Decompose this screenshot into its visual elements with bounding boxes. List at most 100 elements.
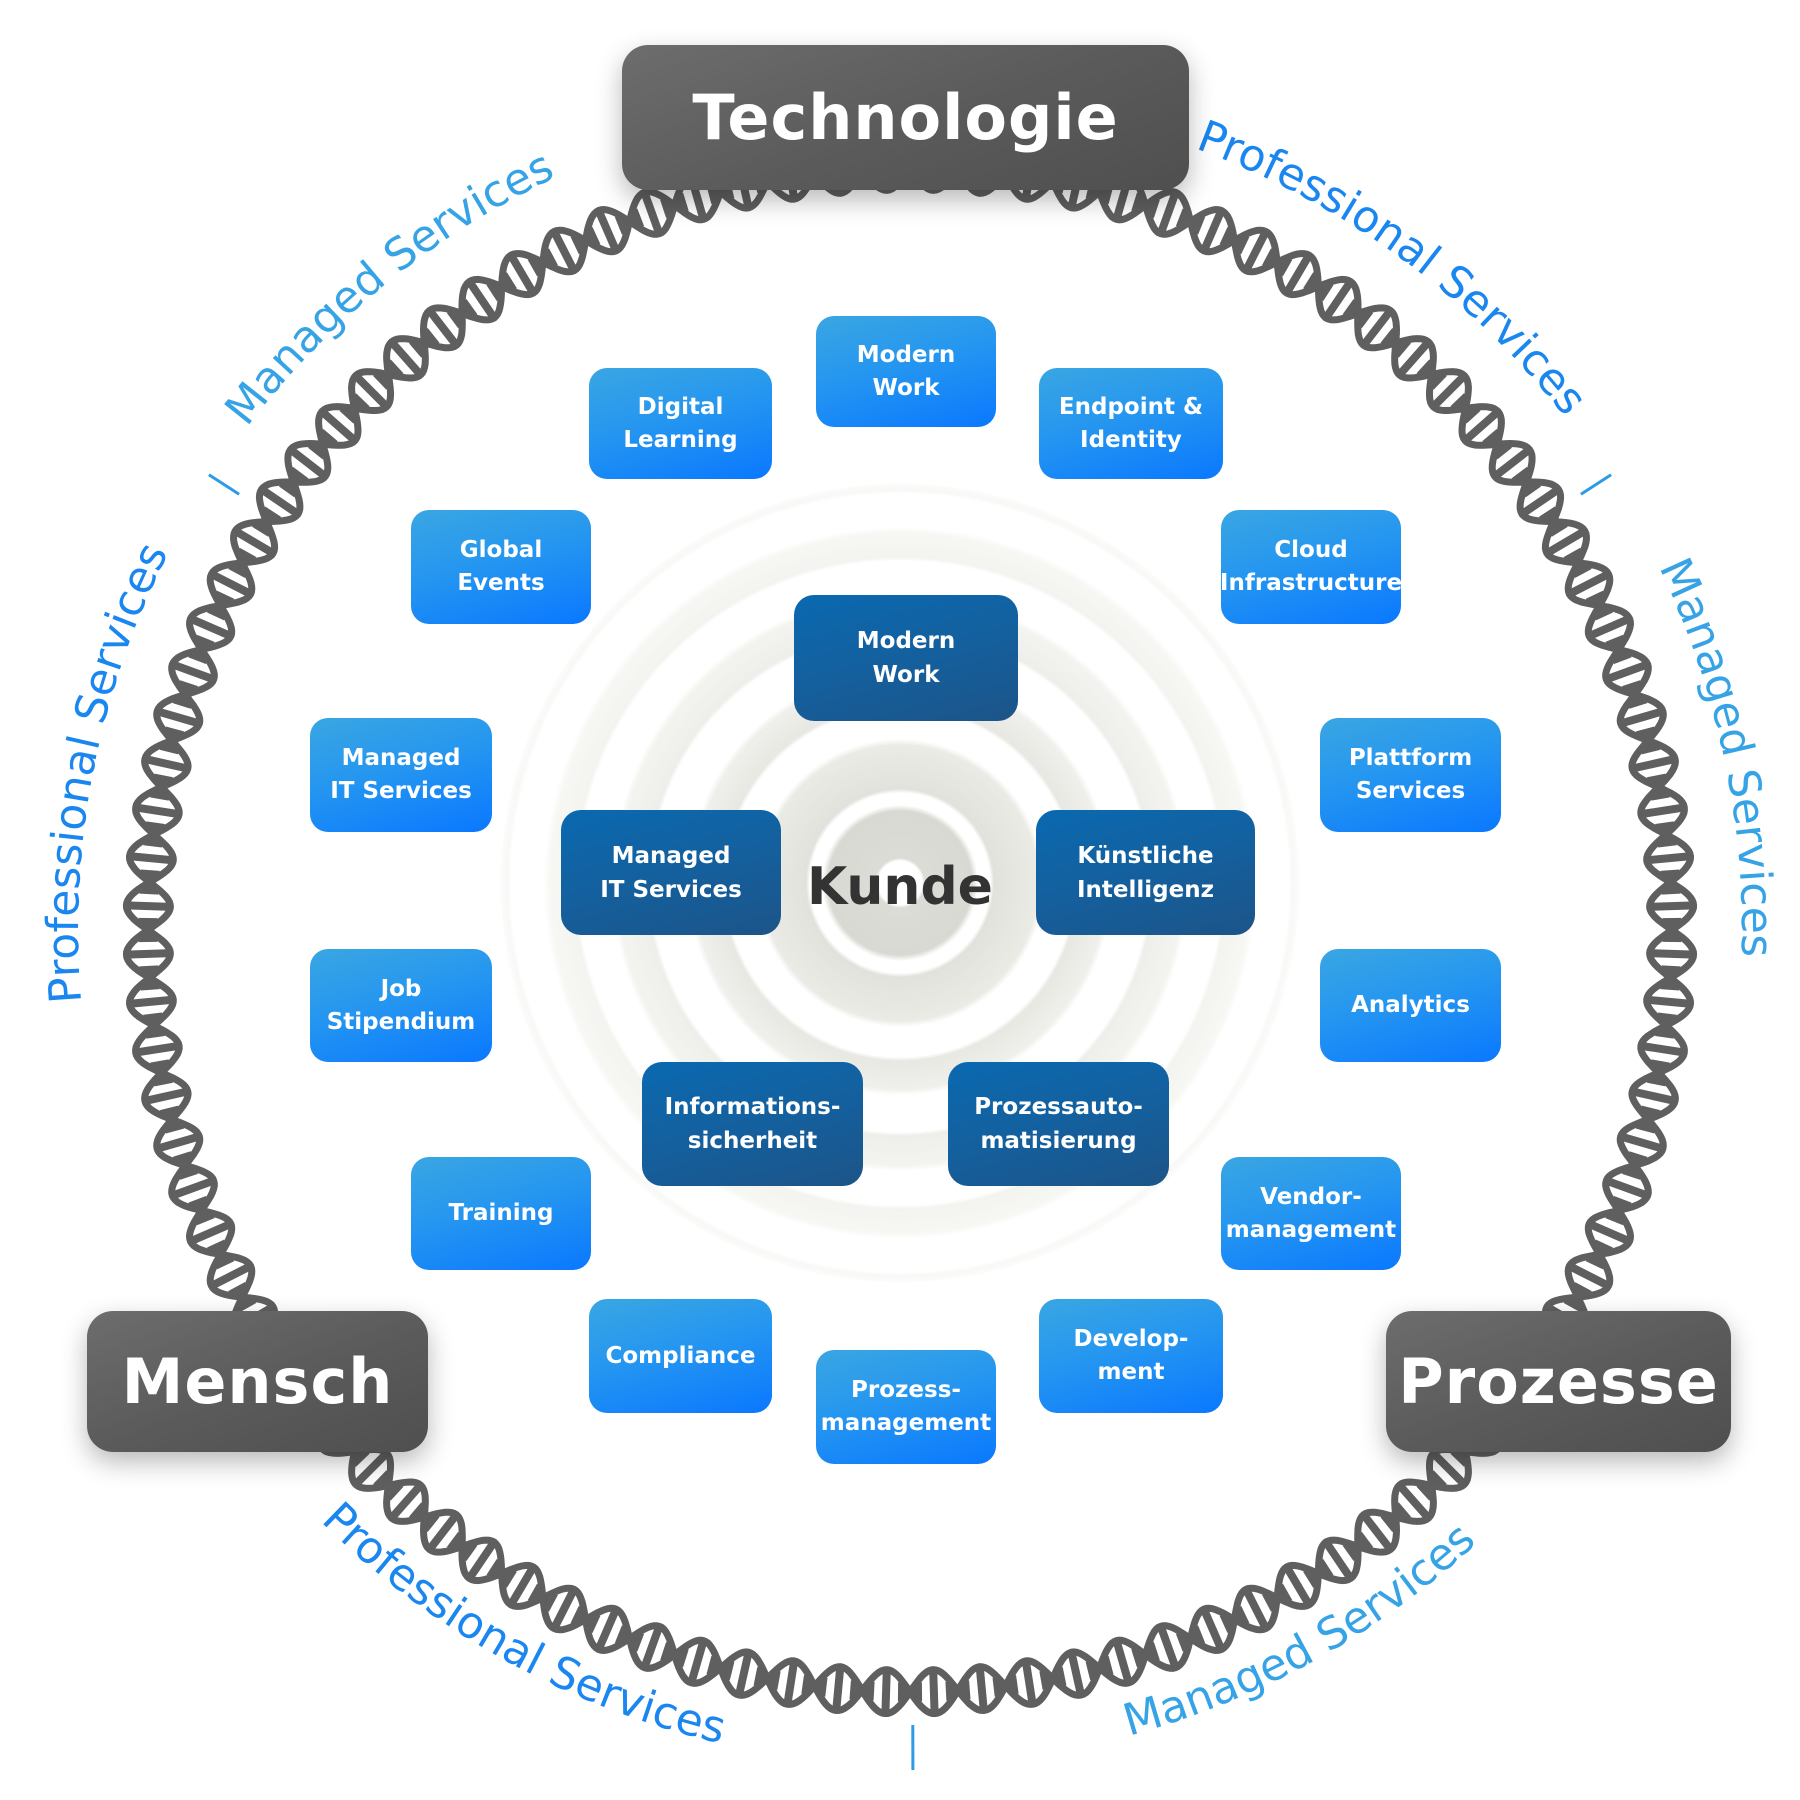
dna-rung <box>1461 404 1481 424</box>
dna-rung <box>1522 487 1558 516</box>
dna-rung <box>660 197 674 218</box>
dna-rung <box>1175 208 1191 229</box>
dna-rung <box>1639 742 1661 755</box>
service-box-endpoint-identity[interactable]: Endpoint & Identity <box>1039 368 1223 479</box>
dna-rung <box>961 1680 971 1700</box>
dna-rung <box>1627 1151 1648 1165</box>
dna-rung <box>585 227 601 248</box>
dna-rung <box>235 529 273 556</box>
dna-rung <box>1146 197 1160 218</box>
dna-rung <box>1355 1531 1374 1552</box>
dna-rung <box>1590 1221 1629 1244</box>
dna-rung <box>570 1605 587 1627</box>
dna-rung <box>409 338 428 358</box>
service-box-managed-it-services[interactable]: Managed IT Services <box>310 718 492 832</box>
dna-rung <box>1622 1133 1661 1152</box>
dna-rung <box>1605 634 1626 650</box>
service-box-plattform-services[interactable]: Plattform Services <box>1320 718 1501 832</box>
dna-rung <box>132 852 171 864</box>
dna-rung <box>1547 520 1568 537</box>
dna-rung <box>1570 1263 1608 1288</box>
dna-rung <box>390 341 422 376</box>
dna-rung <box>1647 773 1667 786</box>
dna-rung <box>1284 1567 1311 1605</box>
dna-rung <box>832 1669 844 1708</box>
dna-rung <box>1450 393 1470 412</box>
core-box-managed-it-services[interactable]: Managed IT Services <box>561 810 781 935</box>
dna-rung <box>150 1059 170 1071</box>
core-box-prozessautomatisierung[interactable]: Prozessauto- matisierung <box>948 1062 1169 1186</box>
dna-rung <box>147 755 186 772</box>
core-box-informationssicherheit[interactable]: Informations- sicherheit <box>642 1062 863 1186</box>
service-box-job-stipendium[interactable]: Job Stipendium <box>310 949 492 1062</box>
service-box-digital-learning[interactable]: Digital Learning <box>589 368 772 479</box>
dna-rung <box>1276 256 1293 277</box>
service-box-training[interactable]: Training <box>411 1157 591 1270</box>
dna-rung <box>769 1670 781 1690</box>
dna-rung <box>207 1239 228 1255</box>
dna-rung <box>509 1567 536 1605</box>
dna-rung <box>1054 1667 1067 1687</box>
dna-rung <box>1380 327 1399 348</box>
dna-rung <box>1085 1659 1098 1681</box>
dna-rung <box>641 1628 662 1666</box>
dna-rung <box>212 572 250 597</box>
dna-rung <box>1398 341 1430 376</box>
service-box-global-events[interactable]: Global Events <box>411 510 591 624</box>
dna-rung <box>1262 1591 1279 1612</box>
pillar-technologie: Technologie <box>622 45 1189 190</box>
dna-rung <box>527 256 544 277</box>
dna-helix-ring <box>122 142 1698 1718</box>
dna-rung <box>428 1514 458 1550</box>
dna-rung <box>735 1654 752 1693</box>
center-label-kunde: Kunde <box>807 857 993 917</box>
dna-rung <box>1428 370 1447 390</box>
dna-rung <box>614 214 630 235</box>
dna-rung <box>1660 869 1680 879</box>
service-box-modern-work[interactable]: Modern Work <box>816 316 996 427</box>
dna-rung <box>1590 616 1629 639</box>
dna-rung <box>641 194 662 232</box>
dna-rung <box>1316 1559 1334 1580</box>
dna-rung <box>1158 1628 1179 1666</box>
service-box-cloud-infrastructure[interactable]: Cloud Infrastructure <box>1220 510 1402 624</box>
dna-rung <box>1450 1448 1470 1467</box>
dna-rung <box>1398 1484 1430 1519</box>
dna-rung <box>390 1484 422 1519</box>
dna-rung <box>1201 1610 1224 1649</box>
dna-rung <box>459 298 478 319</box>
dna-strand-b <box>122 142 1698 1718</box>
dna-rung <box>339 404 359 424</box>
service-box-analytics[interactable]: Analytics <box>1320 949 1501 1062</box>
dna-rung <box>421 1512 440 1533</box>
core-box-kuenstliche-intelligenz[interactable]: Künstliche Intelligenz <box>1036 810 1255 935</box>
dna-rung <box>159 742 181 755</box>
dna-rung <box>1655 1028 1675 1039</box>
dna-rung <box>1611 649 1632 665</box>
dna-rung <box>159 1133 198 1152</box>
service-box-vendormanagement[interactable]: Vendor- management <box>1221 1157 1401 1270</box>
dna-rung <box>1634 755 1673 772</box>
dna-rung <box>177 680 198 694</box>
dna-rung <box>1563 547 1584 564</box>
service-box-prozessmanagement[interactable]: Prozess- management <box>816 1350 996 1464</box>
dna-rung <box>817 1677 828 1697</box>
dna-rung <box>140 981 160 991</box>
dna-rung <box>1416 1481 1436 1501</box>
service-box-development[interactable]: Develop- ment <box>1039 1299 1223 1413</box>
pillar-label: Technologie <box>692 81 1119 154</box>
dna-rung <box>1650 1059 1670 1071</box>
dna-rung <box>1661 885 1681 895</box>
core-box-modern-work[interactable]: Modern Work <box>794 595 1018 721</box>
dna-rung <box>945 1681 955 1701</box>
dna-rung <box>1131 192 1145 213</box>
dna-rung <box>191 1221 230 1244</box>
dna-rung <box>629 1631 645 1652</box>
dna-rung <box>139 965 159 975</box>
dna-rung <box>1657 837 1677 848</box>
dna-rung <box>1563 1296 1584 1313</box>
dna-rung <box>1262 248 1279 269</box>
dna-rung <box>865 1681 875 1701</box>
service-box-compliance[interactable]: Compliance <box>589 1299 772 1413</box>
dna-rung <box>278 479 299 498</box>
